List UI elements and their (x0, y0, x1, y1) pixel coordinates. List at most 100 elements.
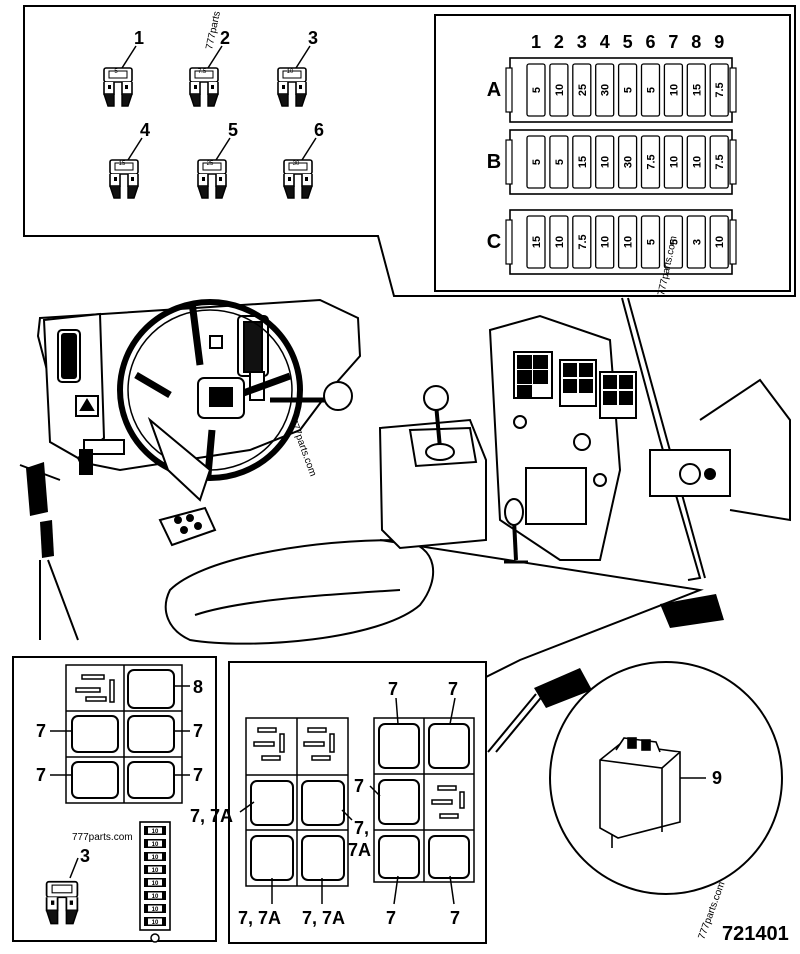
fuse-rating: 10 (287, 69, 294, 75)
fuse-value: 5 (623, 87, 635, 93)
fuse-slot (572, 135, 592, 189)
fuse-callout: 5 (228, 120, 238, 140)
fuse-type-5: 5 25 (197, 120, 238, 199)
fuse-column-header: 6 (645, 32, 655, 52)
figure-number: 721401 (722, 923, 789, 945)
fuse-slot (617, 215, 638, 269)
fuse-value: 7.5 (646, 154, 658, 169)
fuse-slot (595, 215, 615, 269)
housing-tab (729, 67, 737, 113)
fuse-callout: 2 (220, 28, 230, 48)
fuse-value: 7.5 (714, 82, 726, 97)
strip-fuse-value: 10 (152, 894, 159, 900)
fuse-leader (301, 137, 317, 161)
centre-callout-mid-b-line1: 7, (354, 818, 369, 838)
fuse-leader (207, 45, 223, 69)
centre-callout-left-relay: 7 (354, 776, 364, 796)
fuse-rating: 25 (207, 161, 214, 167)
fuse-slot (526, 135, 546, 189)
fuse-type-1: 15 (103, 28, 144, 107)
strip-fuse-value: 10 (152, 907, 159, 913)
left-callout-8: 8 (193, 677, 203, 697)
strip-fuse-value: 10 (152, 920, 159, 926)
fuse-value: 7.5 (577, 234, 589, 249)
centre-relay-block-right (373, 717, 475, 883)
fuse-slot (526, 215, 546, 269)
fuse-leader (295, 45, 311, 69)
housing-tab (505, 139, 513, 185)
housing-tab (729, 139, 737, 185)
fuse-type-3: 310 (277, 28, 318, 107)
fuse-column-header: 4 (600, 32, 610, 52)
fuse-column-header: 1 (531, 32, 541, 52)
watermark-4: 777parts.com (72, 832, 133, 843)
fuse-rating: 5 (114, 69, 118, 75)
strip-fuse-window (148, 905, 162, 912)
fuse-column-header: 5 (623, 32, 633, 52)
housing-tab (505, 219, 513, 265)
cab-illustration (19, 297, 791, 753)
fuse-column-header: 7 (668, 32, 678, 52)
location-marks (26, 462, 724, 708)
left-panel-leaders (50, 685, 190, 879)
fuse-slot (663, 215, 684, 269)
fuse-slot (640, 63, 661, 117)
centre-callout-bottom-a: 7, 7A (238, 908, 281, 928)
left-callout-7-low-right: 7 (193, 765, 203, 785)
strip-fuse-value: 10 (152, 842, 159, 848)
housing-tab (729, 219, 737, 265)
strip-fuse-value: 10 (152, 868, 159, 874)
fuse-slot (526, 63, 546, 117)
fuse-slot (686, 135, 706, 189)
fuse-slot (686, 63, 706, 117)
fuse-column-header: 3 (577, 32, 587, 52)
fuse-value: 10 (691, 156, 703, 168)
strip-fuse-window (148, 866, 162, 873)
fuse-column-header: 9 (714, 32, 724, 52)
fuse-slot (595, 63, 615, 117)
strip-fuse-value: 10 (152, 829, 159, 835)
strip-fuse-window (148, 892, 162, 899)
fuse-slot (595, 135, 615, 189)
fuse-value: 5 (554, 159, 566, 165)
fuse-slot (549, 63, 569, 117)
fuse-type-2: 27.5 (189, 28, 230, 107)
fuse-slot (549, 135, 569, 189)
fuse-strip-body (139, 821, 171, 931)
centre-callout-top-b: 7 (448, 679, 458, 699)
fuse-value: 30 (600, 84, 612, 96)
centre-callout-bottom-d: 7 (450, 908, 460, 928)
blade-fuse-icon (103, 67, 133, 107)
strip-fuse-window (148, 918, 162, 925)
fuse-value: 5 (531, 87, 543, 93)
fuse-value: 25 (577, 84, 589, 96)
fuse-value: 10 (554, 84, 566, 96)
fuse-callout: 1 (134, 28, 144, 48)
fuse-value: 10 (668, 156, 680, 168)
fuse-value: 5 (646, 87, 658, 93)
fuse-row-label: C (487, 231, 501, 253)
fuse-leader (127, 137, 143, 161)
left-relay-block (65, 664, 183, 804)
fuse-rating: 7.5 (198, 69, 207, 75)
fuse-slot (549, 215, 569, 269)
strip-mount-hole (150, 933, 160, 943)
fuse-type-4: 415 (109, 120, 150, 199)
fuse-value: 5 (646, 239, 658, 245)
fuse-value: 15 (577, 156, 589, 168)
centre-callout-bottom-b: 7, 7A (302, 908, 345, 928)
centre-callout-bottom-c: 7 (386, 908, 396, 928)
fuse-value: 10 (554, 236, 566, 248)
fuse-rating: 15 (119, 161, 126, 167)
centre-callout-mid-a: 7, 7A (190, 806, 233, 826)
fuse-row-label: A (487, 79, 501, 101)
fuse-value: 10 (600, 236, 612, 248)
fuse-value: 30 (623, 156, 635, 168)
relay-callout-9: 9 (712, 768, 722, 788)
fuse-slot (686, 215, 706, 269)
